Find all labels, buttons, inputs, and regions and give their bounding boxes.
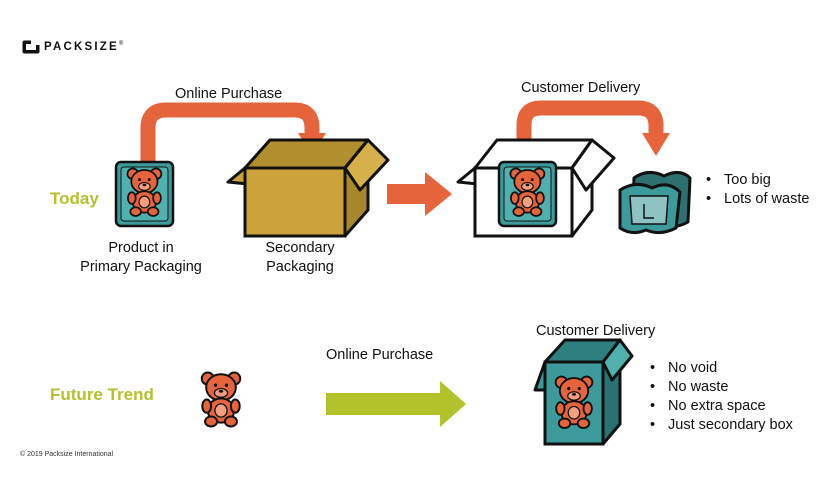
- today-bullet-item: Lots of waste: [702, 190, 809, 209]
- logo-trademark: ®: [118, 41, 124, 47]
- customer-delivery-curved-arrow: [516, 100, 664, 163]
- primary-packaging-icon: [114, 160, 175, 228]
- today-customer-delivery-label: Customer Delivery: [521, 80, 641, 96]
- primary-packaging-caption: Product in Primary Packaging: [66, 239, 216, 277]
- delivery-box-icon: [456, 138, 616, 238]
- customer-delivery-arrowhead: [642, 133, 670, 156]
- future-customer-delivery-label: Customer Delivery: [536, 323, 656, 339]
- copyright-notice: © 2019 Packsize International: [20, 451, 114, 458]
- future-row-label: Future Trend: [50, 385, 154, 404]
- packsize-logo: PACKSIZE ®: [22, 40, 123, 54]
- today-bullet-list: Too big Lots of waste: [702, 171, 809, 209]
- secondary-caption-line-2: Packaging: [266, 259, 334, 275]
- future-straight-arrow: [326, 381, 466, 427]
- future-bullet-list: No void No waste No extra space Just sec…: [646, 359, 793, 435]
- future-online-purchase-label: Online Purchase: [326, 347, 434, 363]
- today-row-label: Today: [50, 189, 99, 208]
- future-bear-icon: [200, 371, 242, 428]
- secondary-caption-line-1: Secondary: [265, 240, 335, 256]
- packsize-logo-icon: [22, 40, 40, 54]
- logo-brand-text: PACKSIZE: [44, 41, 119, 53]
- future-bullet-item: No waste: [646, 378, 793, 397]
- primary-caption-line-1: Product in: [108, 240, 174, 256]
- secondary-packaging-box-icon: [226, 138, 390, 238]
- online-purchase-curved-arrow: [140, 102, 320, 163]
- today-bullet-item: Too big: [702, 171, 809, 190]
- today-straight-arrow: [387, 172, 452, 216]
- primary-caption-line-2: Primary Packaging: [80, 259, 202, 275]
- secondary-packaging-caption: Secondary Packaging: [240, 239, 360, 277]
- air-pillows-icon: [618, 171, 692, 235]
- future-bullet-item: No void: [646, 359, 793, 378]
- today-online-purchase-label: Online Purchase: [175, 86, 283, 102]
- fitted-secondary-box-icon: [533, 338, 634, 446]
- future-bullet-item: No extra space: [646, 397, 793, 416]
- future-bullet-item: Just secondary box: [646, 416, 793, 435]
